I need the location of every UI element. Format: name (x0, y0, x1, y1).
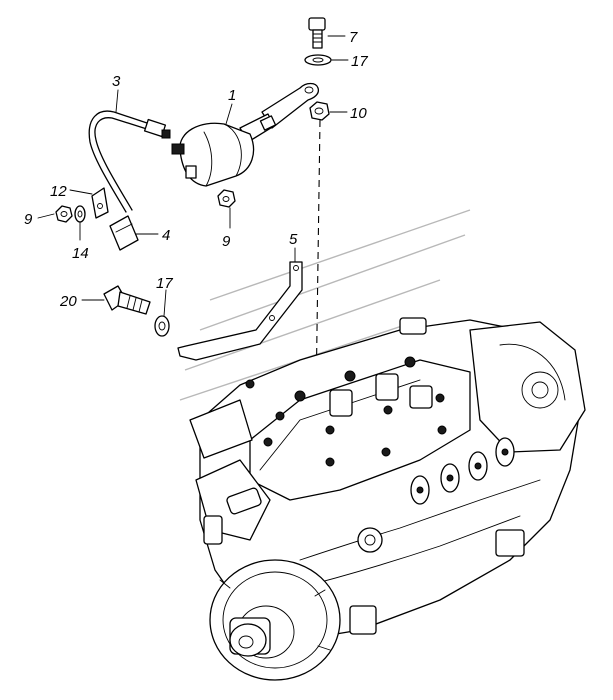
callout-labels: 7 17 10 1 3 12 9 14 4 9 5 20 17 (24, 29, 368, 310)
callout-14: 14 (72, 245, 89, 262)
nut-9-right (217, 189, 236, 208)
sleeve-4 (109, 215, 139, 251)
nut-9-left (55, 205, 73, 223)
washer-14 (74, 205, 86, 223)
callout-4: 4 (162, 227, 170, 244)
bolt-20 (103, 285, 151, 315)
callout-10: 10 (350, 105, 367, 122)
solenoid-actuator-1 (171, 82, 320, 187)
callout-17-upper: 17 (351, 53, 368, 70)
fuel-line-3 (88, 110, 171, 213)
assembly-axis-line (315, 119, 321, 401)
drive-coupling (209, 559, 341, 681)
bracket-5 (177, 261, 303, 361)
callout-7: 7 (349, 29, 358, 46)
fittings (245, 317, 447, 467)
injection-pump (189, 317, 586, 681)
callout-5: 5 (289, 231, 298, 248)
bolt-7 (308, 17, 326, 49)
callout-17-lower: 17 (156, 275, 173, 292)
leader-lines (37, 35, 349, 317)
washer-17-upper (304, 54, 332, 66)
callout-3: 3 (112, 73, 121, 90)
callout-12: 12 (50, 183, 67, 200)
callout-1: 1 (228, 87, 236, 104)
callout-9-right: 9 (222, 233, 231, 250)
clip-12 (91, 187, 109, 219)
callout-20: 20 (59, 293, 77, 310)
washer-17-lower (154, 315, 170, 337)
nut-10 (309, 101, 330, 121)
side-bosses (410, 437, 515, 505)
callout-9-left: 9 (24, 211, 33, 228)
